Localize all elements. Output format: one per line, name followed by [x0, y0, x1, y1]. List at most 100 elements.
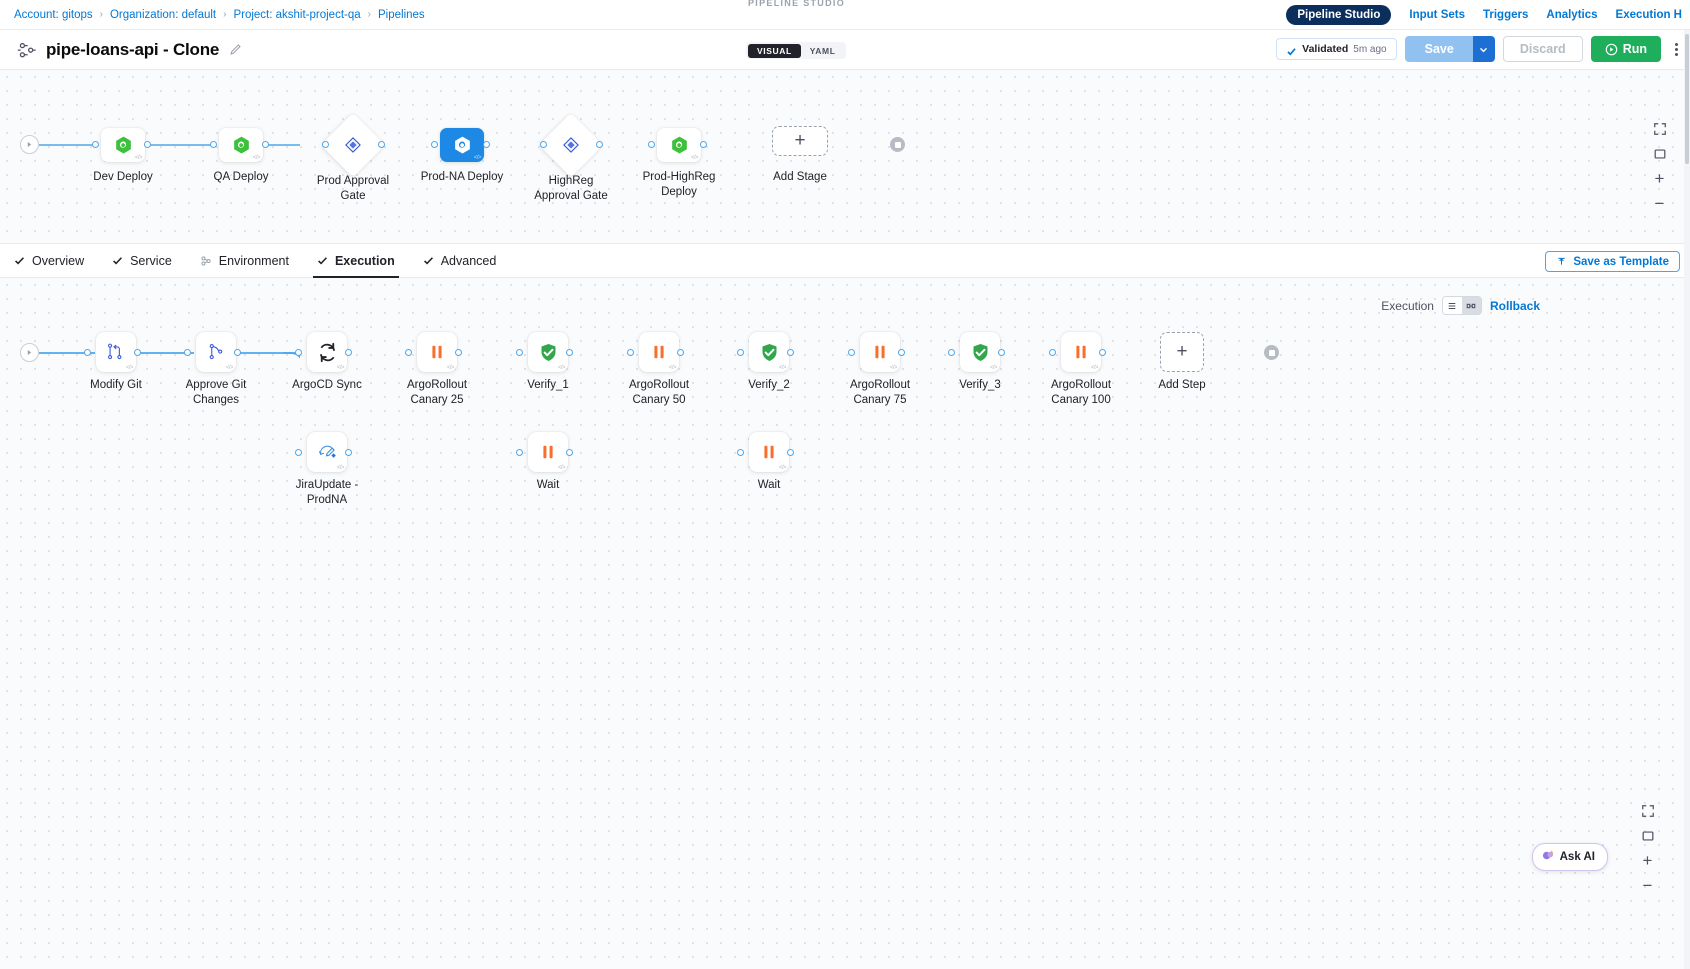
step-node-box[interactable]: </> — [749, 332, 789, 372]
step-node-box[interactable]: </> — [307, 432, 347, 472]
breadcrumb-item-0[interactable]: Account: gitops — [14, 9, 93, 21]
fullscreen-icon[interactable] — [1639, 802, 1656, 819]
stage-node-port[interactable] — [596, 141, 603, 148]
stage-node-prod-highreg[interactable]: </>Prod-HighReg Deploy — [651, 122, 707, 162]
step-node-box[interactable]: </> — [196, 332, 236, 372]
step-node-port[interactable] — [234, 349, 241, 356]
step-start-node[interactable] — [20, 343, 39, 362]
plus-icon[interactable]: + — [772, 126, 828, 156]
stage-node-box[interactable]: </> — [657, 128, 701, 162]
step-node-port[interactable] — [1049, 349, 1056, 356]
tab-overview[interactable]: Overview — [0, 244, 98, 278]
step-node-port[interactable] — [295, 349, 302, 356]
stage-graph-canvas[interactable]: </>Dev Deploy </>QA Deploy Prod Approval G… — [0, 70, 1690, 244]
stage-node-box[interactable]: </> — [440, 128, 484, 162]
nav-triggers[interactable]: Triggers — [1483, 9, 1528, 21]
step-node-port[interactable] — [566, 349, 573, 356]
step-node-port[interactable] — [787, 349, 794, 356]
breadcrumb-item-3[interactable]: Pipelines — [378, 9, 425, 21]
stage-node-port[interactable] — [483, 141, 490, 148]
fit-screen-icon[interactable] — [1651, 145, 1668, 162]
nav-input-sets[interactable]: Input Sets — [1409, 9, 1465, 21]
step-node-port[interactable] — [1099, 349, 1106, 356]
step-node-port[interactable] — [566, 449, 573, 456]
tab-environment[interactable]: Environment — [186, 244, 303, 278]
save-button[interactable]: Save — [1405, 36, 1474, 62]
step-node-box[interactable]: </> — [96, 332, 136, 372]
stage-node-dev-deploy[interactable]: </>Dev Deploy — [95, 122, 151, 162]
zoom-out-icon[interactable]: − — [1639, 877, 1656, 894]
stage-node-port[interactable] — [210, 141, 217, 148]
step-node-box[interactable]: </> — [417, 332, 457, 372]
stage-node-port[interactable] — [144, 141, 151, 148]
breadcrumb-item-2[interactable]: Project: akshit-project-qa — [233, 9, 360, 21]
stage-node-qa-deploy[interactable]: </>QA Deploy — [213, 122, 269, 162]
stage-node-port[interactable] — [648, 141, 655, 148]
step-node-port[interactable] — [998, 349, 1005, 356]
rollback-tab[interactable]: Rollback — [1490, 299, 1540, 313]
step-node-port[interactable] — [84, 349, 91, 356]
step-node-port[interactable] — [737, 449, 744, 456]
step-node-port[interactable] — [848, 349, 855, 356]
save-as-template-button[interactable]: Save as Template — [1545, 251, 1680, 272]
step-node-box[interactable]: </> — [1061, 332, 1101, 372]
discard-button[interactable]: Discard — [1503, 36, 1583, 62]
step-node-box[interactable]: </> — [960, 332, 1000, 372]
visual-yaml-toggle[interactable]: VISUAL YAML — [746, 42, 846, 59]
step-node-port[interactable] — [295, 449, 302, 456]
list-view-icon[interactable] — [1443, 297, 1462, 314]
ask-ai-button[interactable]: Ask AI — [1532, 843, 1608, 871]
step-node-port[interactable] — [345, 449, 352, 456]
nav-pipeline-studio[interactable]: Pipeline Studio — [1286, 5, 1391, 25]
step-node-port[interactable] — [627, 349, 634, 356]
stage-node-port[interactable] — [431, 141, 438, 148]
step-node-port[interactable] — [345, 349, 352, 356]
breadcrumb-item-1[interactable]: Organization: default — [110, 9, 216, 21]
toggle-yaml[interactable]: YAML — [801, 44, 845, 58]
step-node-box[interactable]: </> — [307, 332, 347, 372]
chevron-down-icon[interactable] — [1473, 36, 1495, 62]
step-node-box[interactable]: </> — [639, 332, 679, 372]
step-graph-canvas[interactable]: </>Modify Git</>Approve Git Changes</>Ar… — [0, 278, 1690, 969]
step-node-box[interactable]: </> — [528, 332, 568, 372]
stage-node-port[interactable] — [322, 141, 329, 148]
zoom-in-icon[interactable]: + — [1651, 170, 1668, 187]
step-end-node[interactable] — [1264, 345, 1279, 360]
stage-node-port[interactable] — [92, 141, 99, 148]
zoom-in-icon[interactable]: + — [1639, 852, 1656, 869]
status-badge[interactable]: Validated 5m ago — [1276, 38, 1396, 60]
step-node-port[interactable] — [516, 449, 523, 456]
step-node-port[interactable] — [455, 349, 462, 356]
page-scrollbar-thumb[interactable] — [1685, 34, 1689, 164]
nav-execution-h[interactable]: Execution H — [1616, 9, 1682, 21]
tab-service[interactable]: Service — [98, 244, 186, 278]
step-node-box[interactable]: </> — [528, 432, 568, 472]
stage-node-box[interactable]: </> — [219, 128, 263, 162]
stage-node-highreg-approval[interactable]: HighReg Approval Gate — [543, 122, 599, 168]
stage-node-prod-na-deploy[interactable]: </>Prod-NA Deploy — [434, 122, 490, 162]
run-button[interactable]: Run — [1591, 36, 1661, 62]
tab-execution[interactable]: Execution — [303, 244, 409, 278]
approval-diamond-icon[interactable] — [320, 112, 385, 177]
plus-icon[interactable]: + — [1160, 332, 1204, 372]
page-scrollbar[interactable] — [1684, 30, 1690, 969]
step-node-box[interactable]: </> — [749, 432, 789, 472]
tab-advanced[interactable]: Advanced — [409, 244, 511, 278]
stage-node-port[interactable] — [700, 141, 707, 148]
stage-node-box[interactable]: </> — [101, 128, 145, 162]
zoom-out-icon[interactable]: − — [1651, 195, 1668, 212]
step-node-add-step[interactable]: +Add Step — [1154, 332, 1210, 372]
step-node-port[interactable] — [677, 349, 684, 356]
stage-node-prod-approval[interactable]: Prod Approval Gate — [325, 122, 381, 168]
stage-node-port[interactable] — [540, 141, 547, 148]
stage-start-node[interactable] — [20, 135, 39, 154]
diagram-view-icon[interactable] — [1462, 297, 1481, 314]
step-node-port[interactable] — [737, 349, 744, 356]
nav-analytics[interactable]: Analytics — [1546, 9, 1597, 21]
fit-screen-icon[interactable] — [1639, 827, 1656, 844]
step-node-box[interactable]: </> — [860, 332, 900, 372]
step-node-port[interactable] — [898, 349, 905, 356]
approval-diamond-icon[interactable] — [538, 112, 603, 177]
step-node-port[interactable] — [787, 449, 794, 456]
step-node-port[interactable] — [184, 349, 191, 356]
